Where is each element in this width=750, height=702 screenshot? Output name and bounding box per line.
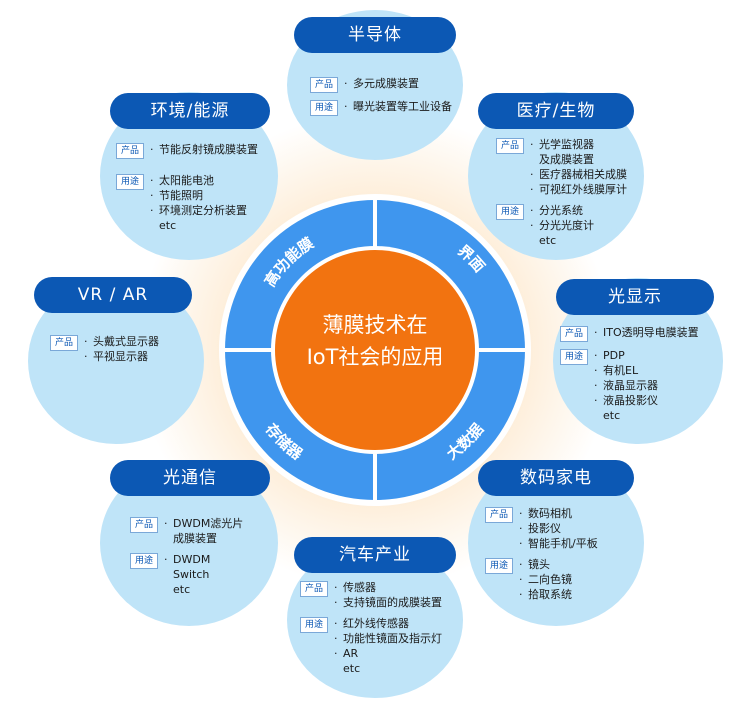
list-item: ·PDP <box>594 349 625 362</box>
tag-usage: 用途 <box>496 204 524 220</box>
list-item: ·DWDM滤光片 <box>164 517 244 530</box>
tag-product: 产品 <box>116 143 144 159</box>
group-product: 产品 ·头戴式显示器 ·平视显示器 <box>50 334 159 364</box>
list-item: ·红外线传感器 <box>334 617 409 630</box>
list-item: ·光学监视器 <box>530 138 594 151</box>
tag-product: 产品 <box>310 77 338 93</box>
tag-product: 产品 <box>485 507 513 523</box>
list-item: ·太阳能电池 <box>150 174 214 187</box>
tag-usage: 用途 <box>560 349 588 365</box>
tag-product: 产品 <box>560 326 588 342</box>
group-usage: 用途 ·DWDM Switch etc <box>130 552 243 597</box>
tag-product: 产品 <box>50 335 78 351</box>
group-usage: 用途 ·曝光装置等工业设备 <box>310 99 452 116</box>
segment-content-semiconductor: 产品 ·多元成膜装置 用途 ·曝光装置等工业设备 <box>310 76 452 122</box>
list-item: ·多元成膜装置 <box>344 77 419 90</box>
group-product: 产品 ·数码相机 ·投影仪 ·智能手机/平板 <box>485 506 598 551</box>
list-item: 及成膜装置 <box>539 153 594 166</box>
list-item: etc <box>539 234 557 247</box>
segment-content-optical-display: 产品 ·ITO透明导电膜装置 用途 ·PDP ·有机EL ·液晶显示器 ·液晶投… <box>560 325 699 429</box>
list-item: ·ITO透明导电膜装置 <box>594 326 699 339</box>
segment-content-automotive: 产品 ·传感器 ·支持镜面的成膜装置 用途 ·红外线传感器 ·功能性镜面及指示灯… <box>300 580 442 682</box>
list-item: etc <box>343 662 361 675</box>
group-product: 产品 ·DWDM滤光片 成膜装置 <box>130 516 243 546</box>
list-item: ·有机EL <box>594 364 639 377</box>
list-item: ·平视显示器 <box>84 350 148 363</box>
group-product: 产品 ·ITO透明导电膜装置 <box>560 325 699 342</box>
group-product: 产品 ·传感器 ·支持镜面的成膜装置 <box>300 580 442 610</box>
list-item: ·节能反射镜成膜装置 <box>150 143 258 156</box>
tag-usage: 用途 <box>116 174 144 190</box>
list-item: ·头戴式显示器 <box>84 335 159 348</box>
list-item: Switch <box>173 568 210 581</box>
list-item: ·环境测定分析装置 <box>150 204 247 217</box>
group-usage: 用途 ·镜头 ·二向色镜 ·拾取系统 <box>485 557 598 602</box>
list-item: ·曝光装置等工业设备 <box>344 100 452 113</box>
list-item: ·镜头 <box>519 558 550 571</box>
group-usage: 用途 ·红外线传感器 ·功能性镜面及指示灯 ·AR etc <box>300 616 442 676</box>
segment-title-medical: 医疗/生物 <box>478 93 634 129</box>
list-item: etc <box>173 583 191 596</box>
tag-usage: 用途 <box>310 100 338 116</box>
group-usage: 用途 ·太阳能电池 ·节能照明 ·环境测定分析装置 etc <box>116 173 258 233</box>
group-usage: 用途 ·分光系统 ·分光光度计 etc <box>496 203 627 248</box>
group-product: 产品 ·节能反射镜成膜装置 <box>116 142 258 159</box>
segment-content-medical: 产品 ·光学监视器 及成膜装置 ·医疗器械相关成膜 ·可视红外线膜厚计 用途 ·… <box>496 137 627 254</box>
list-item: ·可视红外线膜厚计 <box>530 183 627 196</box>
segment-title-optical-communication: 光通信 <box>110 460 270 496</box>
segment-content-vr-ar: 产品 ·头戴式显示器 ·平视显示器 <box>50 334 159 370</box>
list-item: ·节能照明 <box>150 189 203 202</box>
group-product: 产品 ·光学监视器 及成膜装置 ·医疗器械相关成膜 ·可视红外线膜厚计 <box>496 137 627 197</box>
list-item: ·支持镜面的成膜装置 <box>334 596 442 609</box>
segment-title-environment-energy: 环境/能源 <box>110 93 270 129</box>
group-usage: 用途 ·PDP ·有机EL ·液晶显示器 ·液晶投影仪 etc <box>560 348 699 423</box>
group-product: 产品 ·多元成膜装置 <box>310 76 452 93</box>
list-item: ·智能手机/平板 <box>519 537 598 550</box>
tag-product: 产品 <box>300 581 328 597</box>
tag-usage: 用途 <box>130 553 158 569</box>
list-item: ·传感器 <box>334 581 376 594</box>
tag-product: 产品 <box>496 138 524 154</box>
list-item: ·DWDM <box>164 553 211 566</box>
list-item: ·数码相机 <box>519 507 572 520</box>
center-title-line1: 薄膜技术在 <box>323 313 428 337</box>
list-item: etc <box>159 219 177 232</box>
center-circle <box>275 250 475 450</box>
list-item: ·AR <box>334 647 359 660</box>
list-item: ·分光光度计 <box>530 219 594 232</box>
tag-product: 产品 <box>130 517 158 533</box>
list-item: ·液晶投影仪 <box>594 394 658 407</box>
list-item: ·液晶显示器 <box>594 379 658 392</box>
center-title-line2: IoT社会的应用 <box>307 345 444 369</box>
segment-title-optical-display: 光显示 <box>556 279 714 315</box>
segment-title-automotive: 汽车产业 <box>294 537 456 573</box>
list-item: ·功能性镜面及指示灯 <box>334 632 442 645</box>
segment-content-digital-appliance: 产品 ·数码相机 ·投影仪 ·智能手机/平板 用途 ·镜头 ·二向色镜 ·拾取系… <box>485 506 598 608</box>
tag-usage: 用途 <box>300 617 328 633</box>
list-item: ·医疗器械相关成膜 <box>530 168 627 181</box>
segment-content-optical-communication: 产品 ·DWDM滤光片 成膜装置 用途 ·DWDM Switch etc <box>130 516 243 603</box>
list-item: etc <box>603 409 621 422</box>
list-item: ·二向色镜 <box>519 573 572 586</box>
segment-title-digital-appliance: 数码家电 <box>478 460 634 496</box>
list-item: ·分光系统 <box>530 204 583 217</box>
segment-title-vr-ar: VR / AR <box>34 277 192 313</box>
list-item: ·投影仪 <box>519 522 561 535</box>
segment-title-semiconductor: 半导体 <box>294 17 456 53</box>
tag-usage: 用途 <box>485 558 513 574</box>
list-item: 成膜装置 <box>173 532 217 545</box>
segment-content-environment-energy: 产品 ·节能反射镜成膜装置 用途 ·太阳能电池 ·节能照明 ·环境测定分析装置 … <box>116 142 258 239</box>
list-item: ·拾取系统 <box>519 588 572 601</box>
